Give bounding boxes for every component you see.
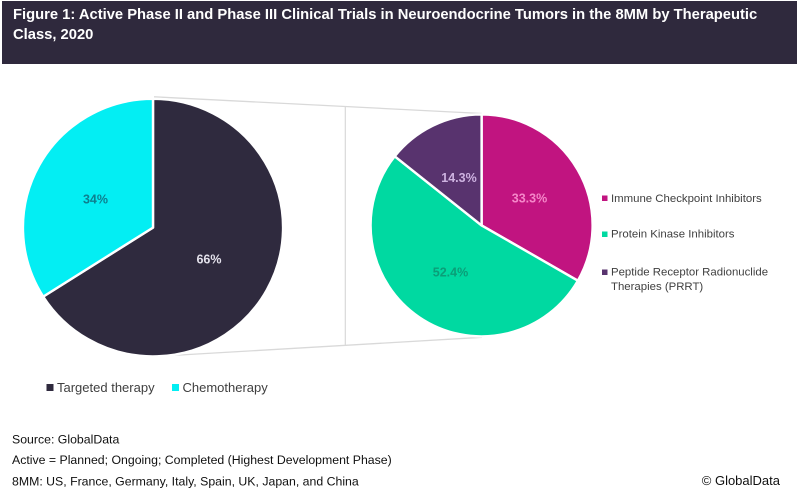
svg-text:Immune Checkpoint Inhibitors: Immune Checkpoint Inhibitors bbox=[611, 193, 762, 205]
svg-text:Chemotherapy: Chemotherapy bbox=[183, 380, 269, 395]
svg-text:33.3%: 33.3% bbox=[512, 192, 547, 206]
svg-text:52.4%: 52.4% bbox=[433, 265, 468, 279]
svg-text:Class, 2020: Class, 2020 bbox=[13, 27, 93, 43]
svg-text:© GlobalData: © GlobalData bbox=[702, 473, 781, 488]
svg-text:Protein Kinase Inhibitors: Protein Kinase Inhibitors bbox=[611, 229, 735, 241]
svg-text:66%: 66% bbox=[196, 253, 221, 267]
svg-text:14.3%: 14.3% bbox=[441, 171, 476, 185]
svg-text:Peptide Receptor Radionuclide: Peptide Receptor Radionuclide bbox=[611, 267, 768, 279]
svg-text:Therapies (PRRT): Therapies (PRRT) bbox=[611, 281, 703, 293]
svg-text:Targeted therapy: Targeted therapy bbox=[57, 380, 155, 395]
svg-text:Figure 1: Active Phase II and: Figure 1: Active Phase II and Phase III … bbox=[13, 7, 757, 23]
svg-text:8MM: US, France, Germany, Ital: 8MM: US, France, Germany, Italy, Spain, … bbox=[12, 474, 359, 488]
svg-text:Active = Planned; Ongoing; Com: Active = Planned; Ongoing; Completed (Hi… bbox=[12, 453, 392, 467]
svg-text:Source: GlobalData: Source: GlobalData bbox=[12, 432, 119, 446]
svg-text:34%: 34% bbox=[83, 192, 108, 206]
